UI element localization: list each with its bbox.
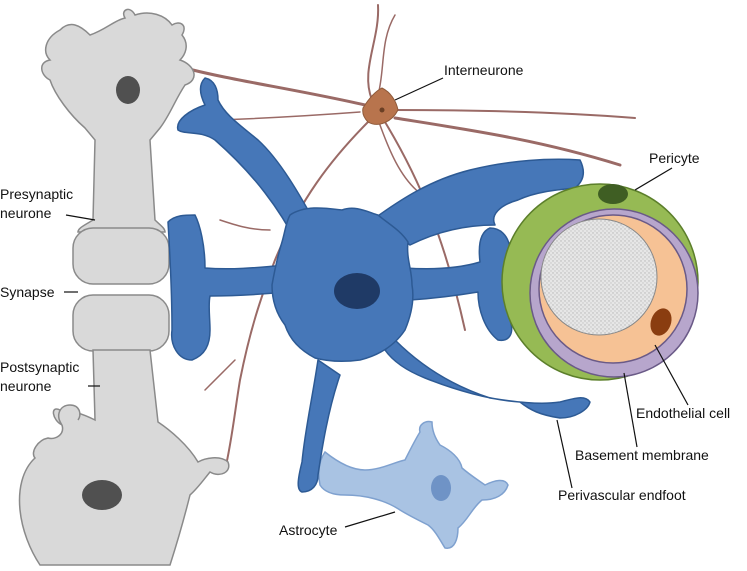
label-pericyte: Pericyte: [649, 150, 700, 166]
vessel-lumen: [540, 218, 658, 336]
endothelial-nucleus: [650, 308, 672, 336]
label-synapse: Synapse: [0, 284, 55, 300]
presynaptic-nucleus: [116, 76, 140, 104]
astrocyte-secondary: [318, 420, 509, 549]
label-endothelial-cell: Endothelial cell: [636, 405, 730, 421]
label-basement-membrane: Basement membrane: [575, 447, 709, 463]
label-presynaptic-2: neurone: [0, 205, 52, 221]
interneurone: [362, 87, 399, 125]
label-presynaptic-1: Presynaptic: [0, 186, 73, 202]
postsynaptic-nucleus: [82, 480, 122, 510]
label-interneurone: Interneurone: [444, 62, 524, 78]
label-lines: [64, 77, 689, 528]
astrocyte-main-nucleus: [334, 273, 380, 309]
label-astrocyte: Astrocyte: [279, 522, 338, 538]
label-perivascular-endfoot: Perivascular endfoot: [558, 487, 686, 503]
blood-vessel: [501, 183, 699, 381]
astrocyte-main: [167, 77, 591, 493]
labels: Interneurone Presynaptic neurone Synapse…: [0, 62, 730, 538]
label-postsynaptic-2: neurone: [0, 378, 52, 394]
postsynaptic-neurone: [18, 294, 230, 566]
presynaptic-neurone: [41, 8, 195, 285]
label-postsynaptic-1: Postsynaptic: [0, 359, 79, 375]
postsynaptic-soma: [18, 349, 230, 566]
astrocyte-secondary-nucleus: [431, 475, 451, 501]
pericyte-nucleus: [598, 184, 628, 204]
presynaptic-terminal: [72, 227, 170, 285]
postsynaptic-terminal: [72, 294, 170, 352]
presynaptic-soma: [41, 8, 195, 233]
